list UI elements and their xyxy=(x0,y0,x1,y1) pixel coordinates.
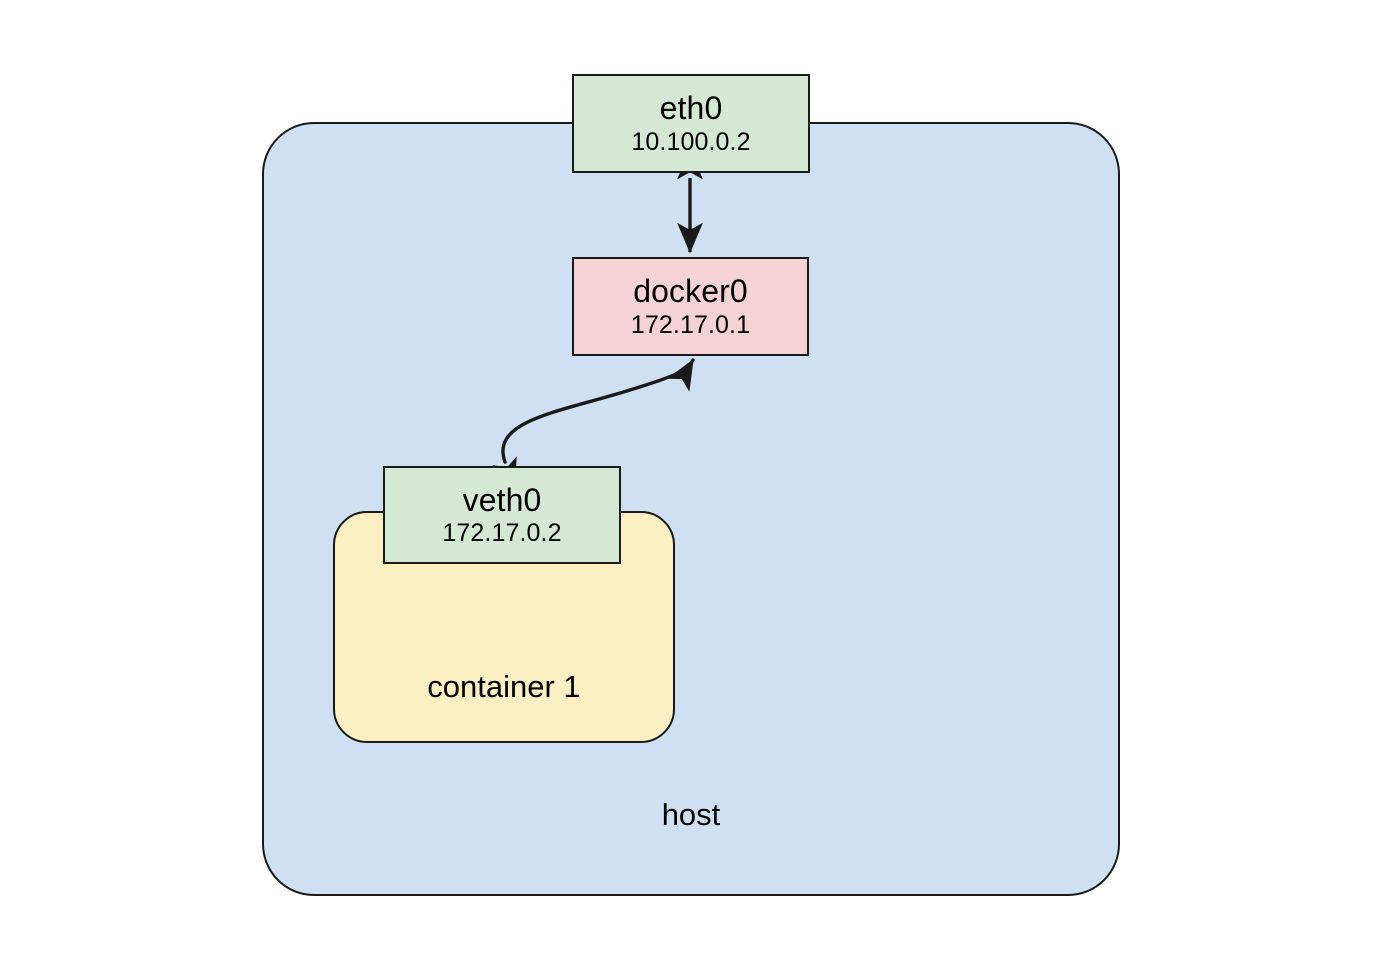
node-eth0-name: eth0 xyxy=(659,90,723,127)
node-veth0-name: veth0 xyxy=(462,481,542,518)
node-docker0[interactable]: docker0 172.17.0.1 xyxy=(572,257,809,356)
node-eth0-address: 10.100.0.2 xyxy=(631,127,751,156)
node-docker0-name: docker0 xyxy=(633,273,748,310)
node-docker0-address: 172.17.0.1 xyxy=(630,310,751,339)
node-veth0-address: 172.17.0.2 xyxy=(442,519,562,548)
node-eth0[interactable]: eth0 10.100.0.2 xyxy=(572,74,810,173)
node-veth0[interactable]: veth0 172.17.0.2 xyxy=(383,466,621,564)
zone-host-label: host xyxy=(661,797,721,832)
zone-container-1-label: container 1 xyxy=(427,669,581,704)
